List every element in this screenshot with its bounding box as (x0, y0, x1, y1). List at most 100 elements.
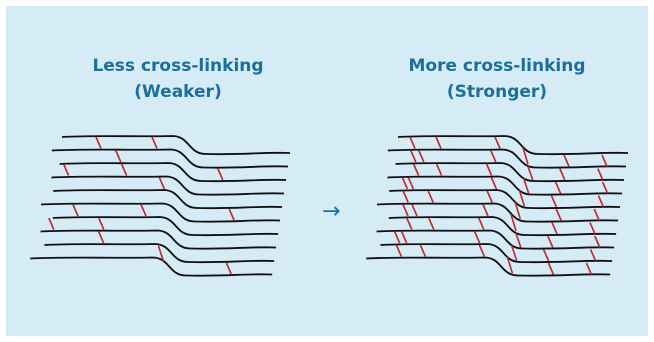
crosslink (597, 168, 604, 181)
crosslink (494, 136, 501, 149)
crosslink (589, 222, 596, 235)
right-polymer-network (366, 135, 629, 277)
crosslink (594, 235, 601, 248)
crosslink (559, 168, 566, 181)
crosslink (482, 204, 489, 217)
crosslink (514, 202, 521, 219)
crosslink (95, 136, 102, 149)
polymer-chain (387, 148, 627, 169)
crosslink (151, 136, 158, 149)
crosslink (435, 163, 443, 176)
crosslink (515, 232, 522, 248)
crosslink (547, 235, 554, 248)
crosslink (478, 217, 485, 230)
crosslink (62, 163, 70, 176)
crosslink (597, 195, 605, 208)
crosslink (402, 190, 409, 203)
polymer-chain (387, 175, 623, 196)
left-title-line2: (Weaker) (134, 82, 222, 102)
crosslink (72, 204, 79, 217)
crosslink (115, 150, 122, 163)
diagram-panel: Less cross-linking (Weaker) More cross-l… (6, 6, 648, 336)
crosslink (473, 231, 481, 244)
crosslink (412, 163, 420, 176)
polymer-chain (388, 216, 617, 237)
polymer-chain (366, 256, 611, 277)
right-title-line2: (Stronger) (446, 82, 548, 102)
crosslink (48, 217, 55, 230)
left-title-line1: Less cross-linking (92, 56, 264, 76)
crosslink (98, 217, 105, 230)
polymer-chain (61, 135, 291, 156)
polymer-chain (51, 175, 285, 196)
crosslink (217, 168, 224, 181)
polymer-chain (395, 162, 625, 183)
crosslink (510, 244, 518, 261)
crosslink (506, 256, 514, 274)
crosslink (593, 208, 600, 221)
crosslink (563, 154, 570, 167)
crosslink (140, 204, 147, 217)
crosslink (542, 249, 550, 262)
crosslink (554, 181, 562, 194)
polymer-chain (40, 229, 277, 250)
crosslink (547, 262, 555, 275)
polymer-chain (376, 202, 619, 223)
crosslink (589, 249, 597, 262)
crosslink (409, 136, 416, 149)
crosslink (400, 231, 408, 244)
crosslink (401, 177, 409, 190)
crosslink (490, 177, 498, 190)
polymer-chain (53, 189, 283, 210)
polymer-chain (52, 216, 279, 237)
crosslink (225, 262, 233, 275)
crosslink (411, 204, 418, 217)
crosslink (418, 150, 425, 163)
crosslink (522, 147, 529, 165)
crosslink (527, 165, 534, 181)
crosslink (478, 244, 486, 257)
crosslink (97, 231, 105, 244)
crosslink (427, 190, 434, 203)
crosslink (550, 195, 558, 208)
polymer-chain (376, 229, 615, 250)
crosslink (490, 150, 497, 163)
crosslink (435, 136, 442, 149)
crosslink (120, 163, 128, 176)
polymer-chain (51, 148, 289, 169)
crosslink (601, 181, 609, 194)
crosslink (510, 214, 517, 232)
right-title-line1: More cross-linking (408, 56, 586, 76)
crosslink (228, 208, 235, 221)
polymer-chain (389, 189, 621, 210)
polymer-chain (30, 256, 273, 277)
right-panel-title: More cross-linking (Stronger) (367, 53, 627, 105)
crosslink (402, 204, 409, 217)
crosslink (485, 163, 493, 176)
crosslink (407, 177, 415, 190)
crosslink (419, 244, 427, 257)
crosslink (393, 231, 401, 244)
polymer-chain (40, 202, 281, 223)
left-panel-title: Less cross-linking (Weaker) (48, 53, 308, 105)
crosslink (410, 150, 417, 163)
polymer-chain (44, 243, 275, 264)
crosslink (395, 244, 403, 257)
crosslink (518, 190, 526, 207)
crosslink (522, 177, 530, 194)
crosslink (585, 262, 593, 275)
crosslink (428, 217, 435, 230)
crosslink (158, 177, 166, 190)
crosslink (406, 217, 413, 230)
crosslink (486, 190, 493, 203)
left-polymer-network (30, 135, 291, 277)
arrow-right-icon: → (322, 199, 341, 224)
crosslink (551, 222, 558, 235)
polymer-chain (380, 243, 613, 264)
polymer-chain (397, 135, 629, 156)
crosslink (555, 208, 562, 221)
crosslink (601, 154, 608, 167)
crosslink (157, 245, 165, 262)
polymer-chains-illustration (30, 135, 629, 277)
polymer-chain (59, 162, 287, 183)
